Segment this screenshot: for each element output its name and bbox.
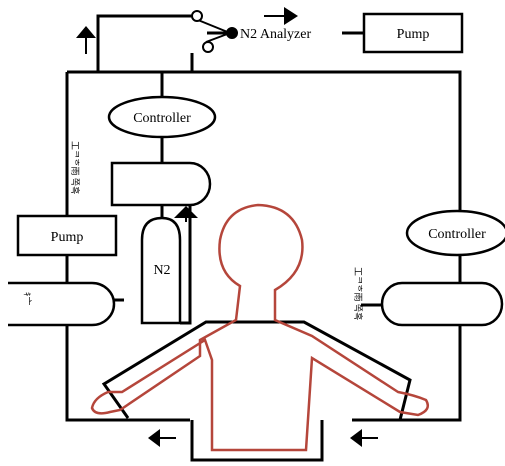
valve-right: 工ᄏᄒ雨 쪽혹 xyxy=(353,267,504,327)
person-figure xyxy=(90,203,429,462)
n2-cylinder: N2 xyxy=(140,216,182,325)
switch-icon xyxy=(191,10,238,53)
tubing-lines xyxy=(65,14,462,422)
arrow-left-icon xyxy=(148,429,176,447)
controller-right-label: Controller xyxy=(428,227,486,242)
valve-right-label: 工ᄏᄒ雨 쪽혹 xyxy=(353,267,364,320)
controller-top: Controller xyxy=(107,95,217,139)
arrow-up-icon xyxy=(174,206,198,222)
controller-right: Controller xyxy=(405,209,505,257)
valve-top: 工ᄏᄒ雨 쪽혹 xyxy=(70,141,212,207)
n2-analyzer-label: N2 Analyzer xyxy=(240,27,311,42)
pump-top-label: Pump xyxy=(397,27,430,42)
body-outline xyxy=(90,203,429,452)
valve-top-label: 工ᄏᄒ雨 쪽혹 xyxy=(70,141,81,194)
pump-top: Pump xyxy=(362,12,464,54)
pump-left-label: Pump xyxy=(51,230,84,245)
arrow-up-icon xyxy=(76,26,96,54)
pump-left: Pump xyxy=(16,214,118,257)
valve-left-label: ｷ亠 xyxy=(22,292,32,306)
arrow-left-icon xyxy=(350,429,378,447)
n2-cylinder-label: N2 xyxy=(153,263,170,278)
valve-left: ｷ亠 xyxy=(8,281,116,327)
controller-top-label: Controller xyxy=(133,111,191,126)
arrow-right-icon xyxy=(264,7,298,25)
